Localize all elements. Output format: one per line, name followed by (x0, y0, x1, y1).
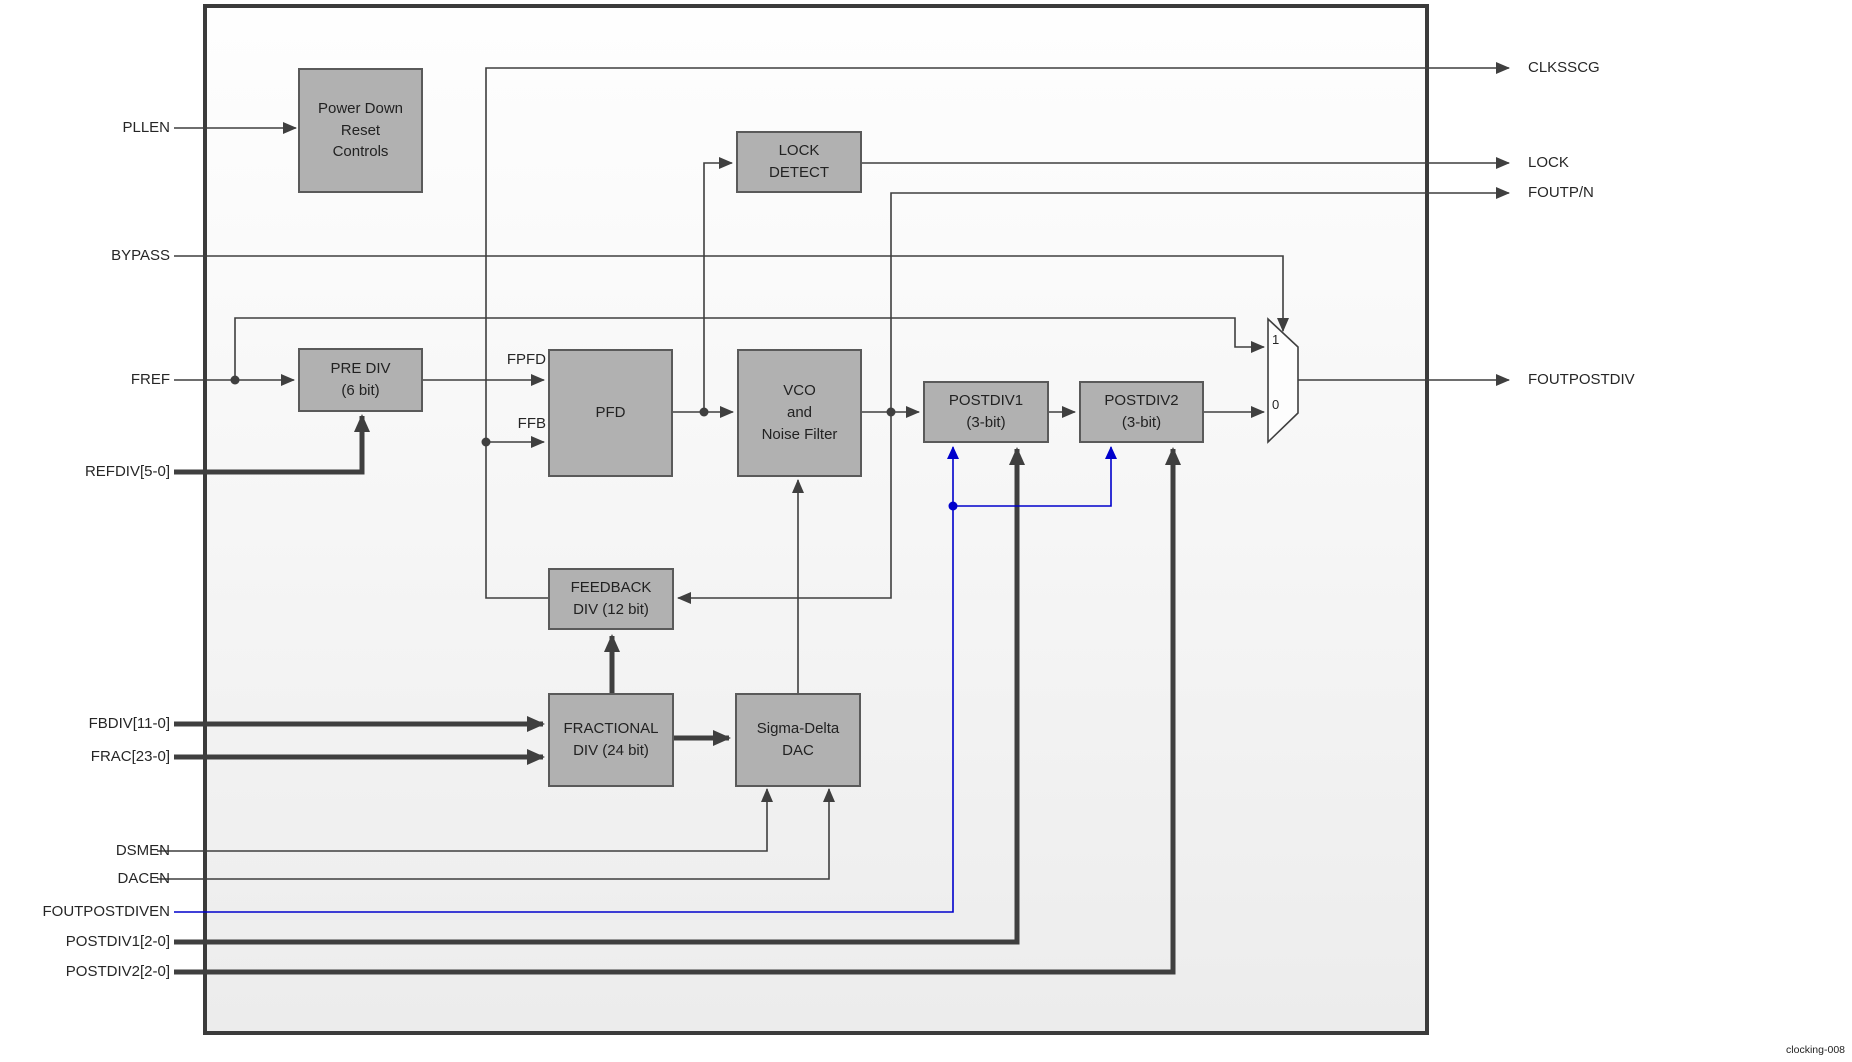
block-text: PFD (595, 404, 626, 422)
block-text: (3-bit) (966, 414, 1006, 431)
block-text: DETECT (769, 164, 829, 181)
block-text: PRE DIV (330, 360, 391, 378)
block-text: (6 bit) (341, 382, 380, 399)
input-label-fbdiv: FBDIV[11-0] (88, 715, 170, 732)
signal-label-ffb: FFB (517, 415, 546, 432)
block-text: Reset (340, 121, 381, 139)
input-label-foutpostdiven: FOUTPOSTDIVEN (42, 903, 170, 920)
pre-div-block: PRE DIV (6 bit) (298, 348, 423, 412)
wire-fref-bypass-branch-to-mux1 (234, 317, 1265, 380)
block-text: (3-bit) (1121, 414, 1162, 431)
bus-postdiv2-ctl (174, 447, 1181, 975)
vco-noise-filter-block: VCO and Noise Filter (737, 349, 862, 477)
wire-bypass-to-mux-select (174, 255, 1289, 332)
input-label-frac: FRAC[23-0] (90, 748, 170, 765)
block-text: POSTDIV2 (1104, 392, 1179, 410)
bus-postdiv1-ctl (174, 447, 1025, 945)
input-label-dsmen: DSMEN (115, 842, 170, 859)
input-label-pllen: PLLEN (122, 119, 170, 136)
wire-dacen-to-dac (157, 788, 835, 880)
block-text: DIV (12 bit) (573, 601, 649, 618)
block-text: Sigma-Delta (756, 720, 840, 738)
fractional-div-block: FRACTIONAL DIV (24 bit) (548, 693, 674, 787)
output-label-lock: LOCK (1528, 154, 1569, 171)
block-text: POSTDIV1 (948, 392, 1024, 410)
block-text: and (786, 404, 813, 422)
mux-input-0-label: 0 (1272, 397, 1280, 412)
block-text: LOCK (778, 142, 820, 160)
junction-pfd-out (699, 407, 709, 417)
input-label-bypass: BYPASS (111, 247, 170, 264)
junction-foutpostdiven (948, 501, 958, 511)
block-text: Power Down (317, 99, 404, 117)
block-text: DIV (24 bit) (573, 742, 649, 759)
postdiv1-block: POSTDIV1 (3-bit) (923, 381, 1049, 443)
signal-label-fpfd: FPFD (506, 351, 546, 368)
figure-id-caption: clocking-008 (1786, 1044, 1845, 1056)
input-label-refdiv: REFDIV[5-0] (84, 463, 170, 480)
block-text: Noise Filter (761, 425, 838, 443)
wire-tap-to-lock-detect (703, 157, 733, 412)
bypass-mux (1267, 317, 1299, 444)
sigma-delta-dac-block: Sigma-Delta DAC (735, 693, 861, 787)
mux-input-1-label: 1 (1272, 332, 1280, 347)
block-text: FRACTIONAL (563, 720, 659, 738)
wire-feedback-div-to-clksscg-output (485, 62, 1510, 599)
input-label-dacen: DACEN (117, 870, 170, 887)
wire-foutpostdiven-to-postdiv2 (953, 446, 1117, 507)
junction-ffb (481, 437, 491, 447)
wire-dsmen-to-dac (157, 788, 773, 852)
block-text: Controls (332, 143, 389, 161)
input-label-fref: FREF (130, 371, 170, 388)
block-text: FEEDBACK (570, 579, 652, 597)
junction-vco-out (886, 407, 896, 417)
postdiv2-block: POSTDIV2 (3-bit) (1079, 381, 1204, 443)
power-down-reset-controls-block: Power Down Reset Controls (298, 68, 423, 193)
block-text: DAC (782, 742, 814, 759)
bus-refdiv-to-prediv (174, 414, 370, 475)
input-label-postdiv2: POSTDIV2[2-0] (65, 963, 170, 980)
output-label-foutpn: FOUTP/N (1528, 184, 1594, 201)
wire-vco-to-foutpn-output (890, 187, 1510, 412)
input-label-postdiv1: POSTDIV1[2-0] (65, 933, 170, 950)
block-text: VCO (783, 382, 816, 400)
output-label-foutpostdiv: FOUTPOSTDIV (1528, 371, 1635, 388)
pfd-block: PFD (548, 349, 673, 477)
output-label-clksscg: CLKSSCG (1528, 59, 1600, 76)
lock-detect-block: LOCK DETECT (736, 131, 862, 193)
junction-fref (230, 375, 240, 385)
wire-foutpostdiven-to-postdiv1 (174, 446, 959, 913)
feedback-div-block: FEEDBACK DIV (12 bit) (548, 568, 674, 630)
wire-vco-to-feedback-div (677, 412, 892, 604)
